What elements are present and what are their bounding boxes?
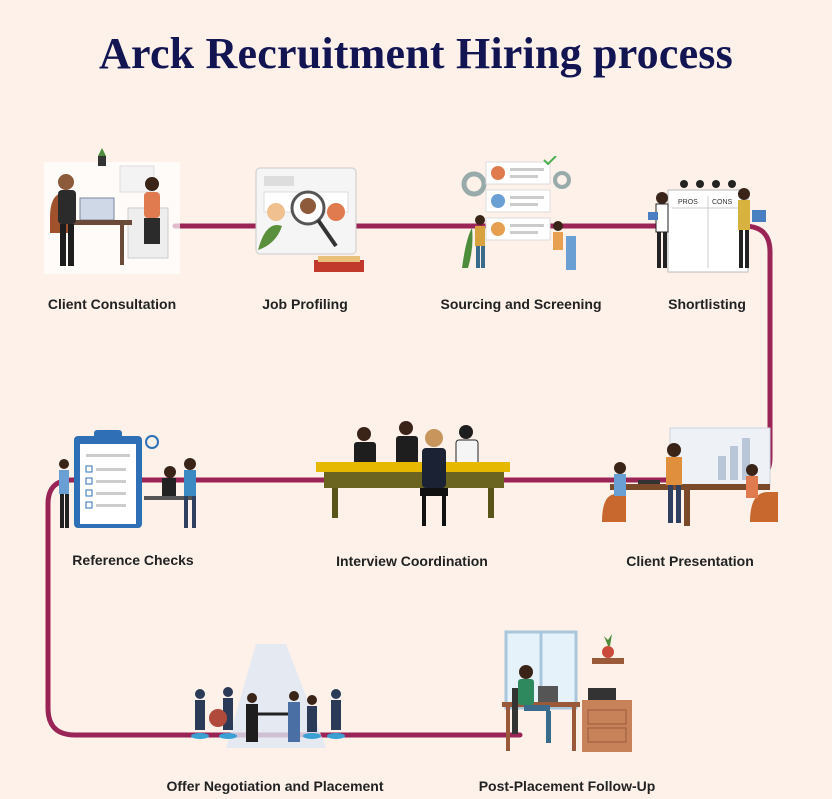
step-label-client-consultation: Client Consultation [47,296,177,312]
step-label-reference-checks: Reference Checks [72,552,194,568]
step-label-offer-negotiation: Offer Negotiation and Placement [166,778,384,794]
sourcing-screening-illustration [461,156,576,270]
presentation-illustration [602,427,778,526]
step-sourcing-screening [458,156,582,274]
interview-illustration [316,421,510,526]
reference-checklist-illustration [59,430,196,528]
cons-header: CONS [712,199,733,206]
office-desk-illustration [502,630,632,752]
page-title: Arck Recruitment Hiring process [99,29,733,78]
step-label-shortlisting: Shortlisting [668,296,746,312]
step-label-interview-coordination: Interview Coordination [336,553,488,569]
step-post-placement [500,628,636,754]
step-label-post-placement: Post-Placement Follow-Up [478,778,656,794]
step-job-profiling [248,160,364,274]
step-client-consultation [40,148,180,274]
consultation-illustration [44,148,180,274]
handshake-illustration [191,644,345,748]
step-label-job-profiling: Job Profiling [262,296,348,312]
step-interview-coordination [316,414,510,532]
pros-header: PROS [678,199,698,206]
step-label-client-presentation: Client Presentation [626,553,754,569]
step-label-sourcing-screening: Sourcing and Screening [440,296,602,312]
job-profiling-illustration [255,167,364,272]
step-reference-checks [50,430,220,532]
step-client-presentation [598,426,786,530]
step-offer-negotiation [186,640,366,752]
shortlisting-illustration: PROS CONS [648,180,766,273]
step-shortlisting: PROS CONS [648,162,770,274]
